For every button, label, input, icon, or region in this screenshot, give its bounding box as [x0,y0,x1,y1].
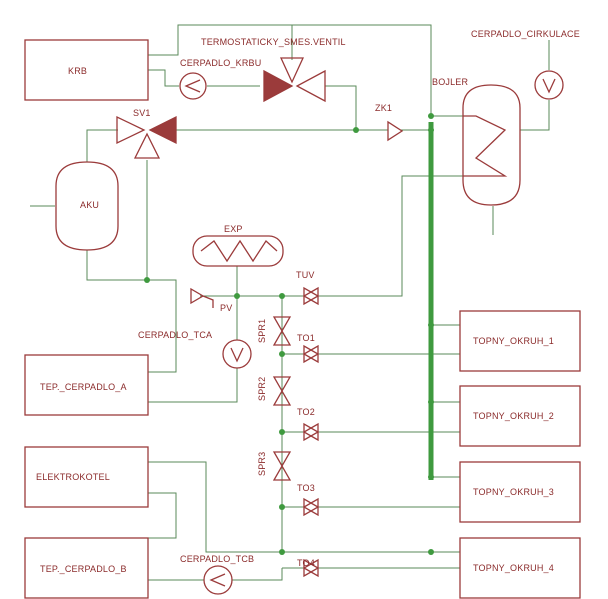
topny-okruh-4-box: TOPNY_OKRUH_4 [459,537,581,599]
topny-okruh-4-label: TOPNY_OKRUH_4 [473,563,554,573]
junction-nodes [144,113,434,555]
elektrokotel-box: ELEKTROKOTEL [24,446,149,508]
sv1-valve: SV1 [116,108,177,159]
spr1-label: SPR1 [257,319,267,343]
aku-tank: AKU [55,161,119,251]
spr1-valve: SPR1 [257,316,292,346]
cerpadlo-cirkulace-label: CERPADLO_CIRKULACE [471,29,580,39]
termostaticky-label: TERMOSTATICKY_SMES.VENTIL [201,37,346,47]
cerpadlo-tca-pump: CERPADLO_TCA [138,330,252,369]
tep-cerpadlo-a-label: TEP._CERPADLO_A [40,382,127,392]
zk1-check-valve: ZK1 [375,103,404,142]
to4-valve: TO4 [297,558,320,578]
to2-valve: TO2 [297,407,320,442]
bojler-label: BOJLER [432,77,469,87]
zk1-label: ZK1 [375,103,392,113]
to3-label: TO3 [297,483,315,493]
spr2-label: SPR2 [257,377,267,401]
cerpadlo-tcb-pump: CERPADLO_TCB [180,554,254,595]
cerpadlo-cirkulace-pump: CERPADLO_CIRKULACE [471,29,580,100]
sv1-label: SV1 [133,108,151,118]
topny-okruh-1-label: TOPNY_OKRUH_1 [473,336,554,346]
tuv-valve: TUV [296,270,320,306]
tep-cerpadlo-a-box: TEP._CERPADLO_A [24,354,149,416]
tuv-label: TUV [296,270,315,280]
topny-okruh-2-box: TOPNY_OKRUH_2 [459,385,581,447]
pipe-network [30,24,550,581]
exp-label: EXP [224,224,243,234]
spr3-valve: SPR3 [257,451,292,481]
topny-okruh-3-box: TOPNY_OKRUH_3 [459,461,581,523]
elektrokotel-label: ELEKTROKOTEL [36,472,110,482]
to1-valve: TO1 [297,333,320,364]
to3-valve: TO3 [297,483,320,517]
to2-label: TO2 [297,407,315,417]
cerpadlo-krbu-pump: CERPADLO_KRBU [179,58,261,100]
to4-label: TO4 [297,558,315,568]
topny-okruh-1-box: TOPNY_OKRUH_1 [459,310,581,372]
tep-cerpadlo-b-box: TEP._CERPADLO_B [24,537,149,599]
cerpadlo-tca-label: CERPADLO_TCA [138,330,212,340]
krb-label: KRB [68,66,87,76]
cerpadlo-krbu-label: CERPADLO_KRBU [180,58,261,68]
aku-label: AKU [80,200,99,210]
krb-box: KRB [24,39,149,101]
exp-expansion-vessel: EXP [192,224,284,267]
termostaticky-smes-ventil: TERMOSTATICKY_SMES.VENTIL [201,37,346,103]
topny-okruh-2-label: TOPNY_OKRUH_2 [473,411,554,421]
to1-label: TO1 [297,333,315,343]
topny-okruh-3-label: TOPNY_OKRUH_3 [473,487,554,497]
tep-cerpadlo-b-label: TEP._CERPADLO_B [40,564,127,574]
cerpadlo-tcb-label: CERPADLO_TCB [180,554,254,564]
spr2-valve: SPR2 [257,376,292,406]
spr3-label: SPR3 [257,452,267,476]
pv-safety-valve: PV [190,287,232,313]
pv-label: PV [220,303,232,313]
bojler-tank: BOJLER [432,77,521,206]
